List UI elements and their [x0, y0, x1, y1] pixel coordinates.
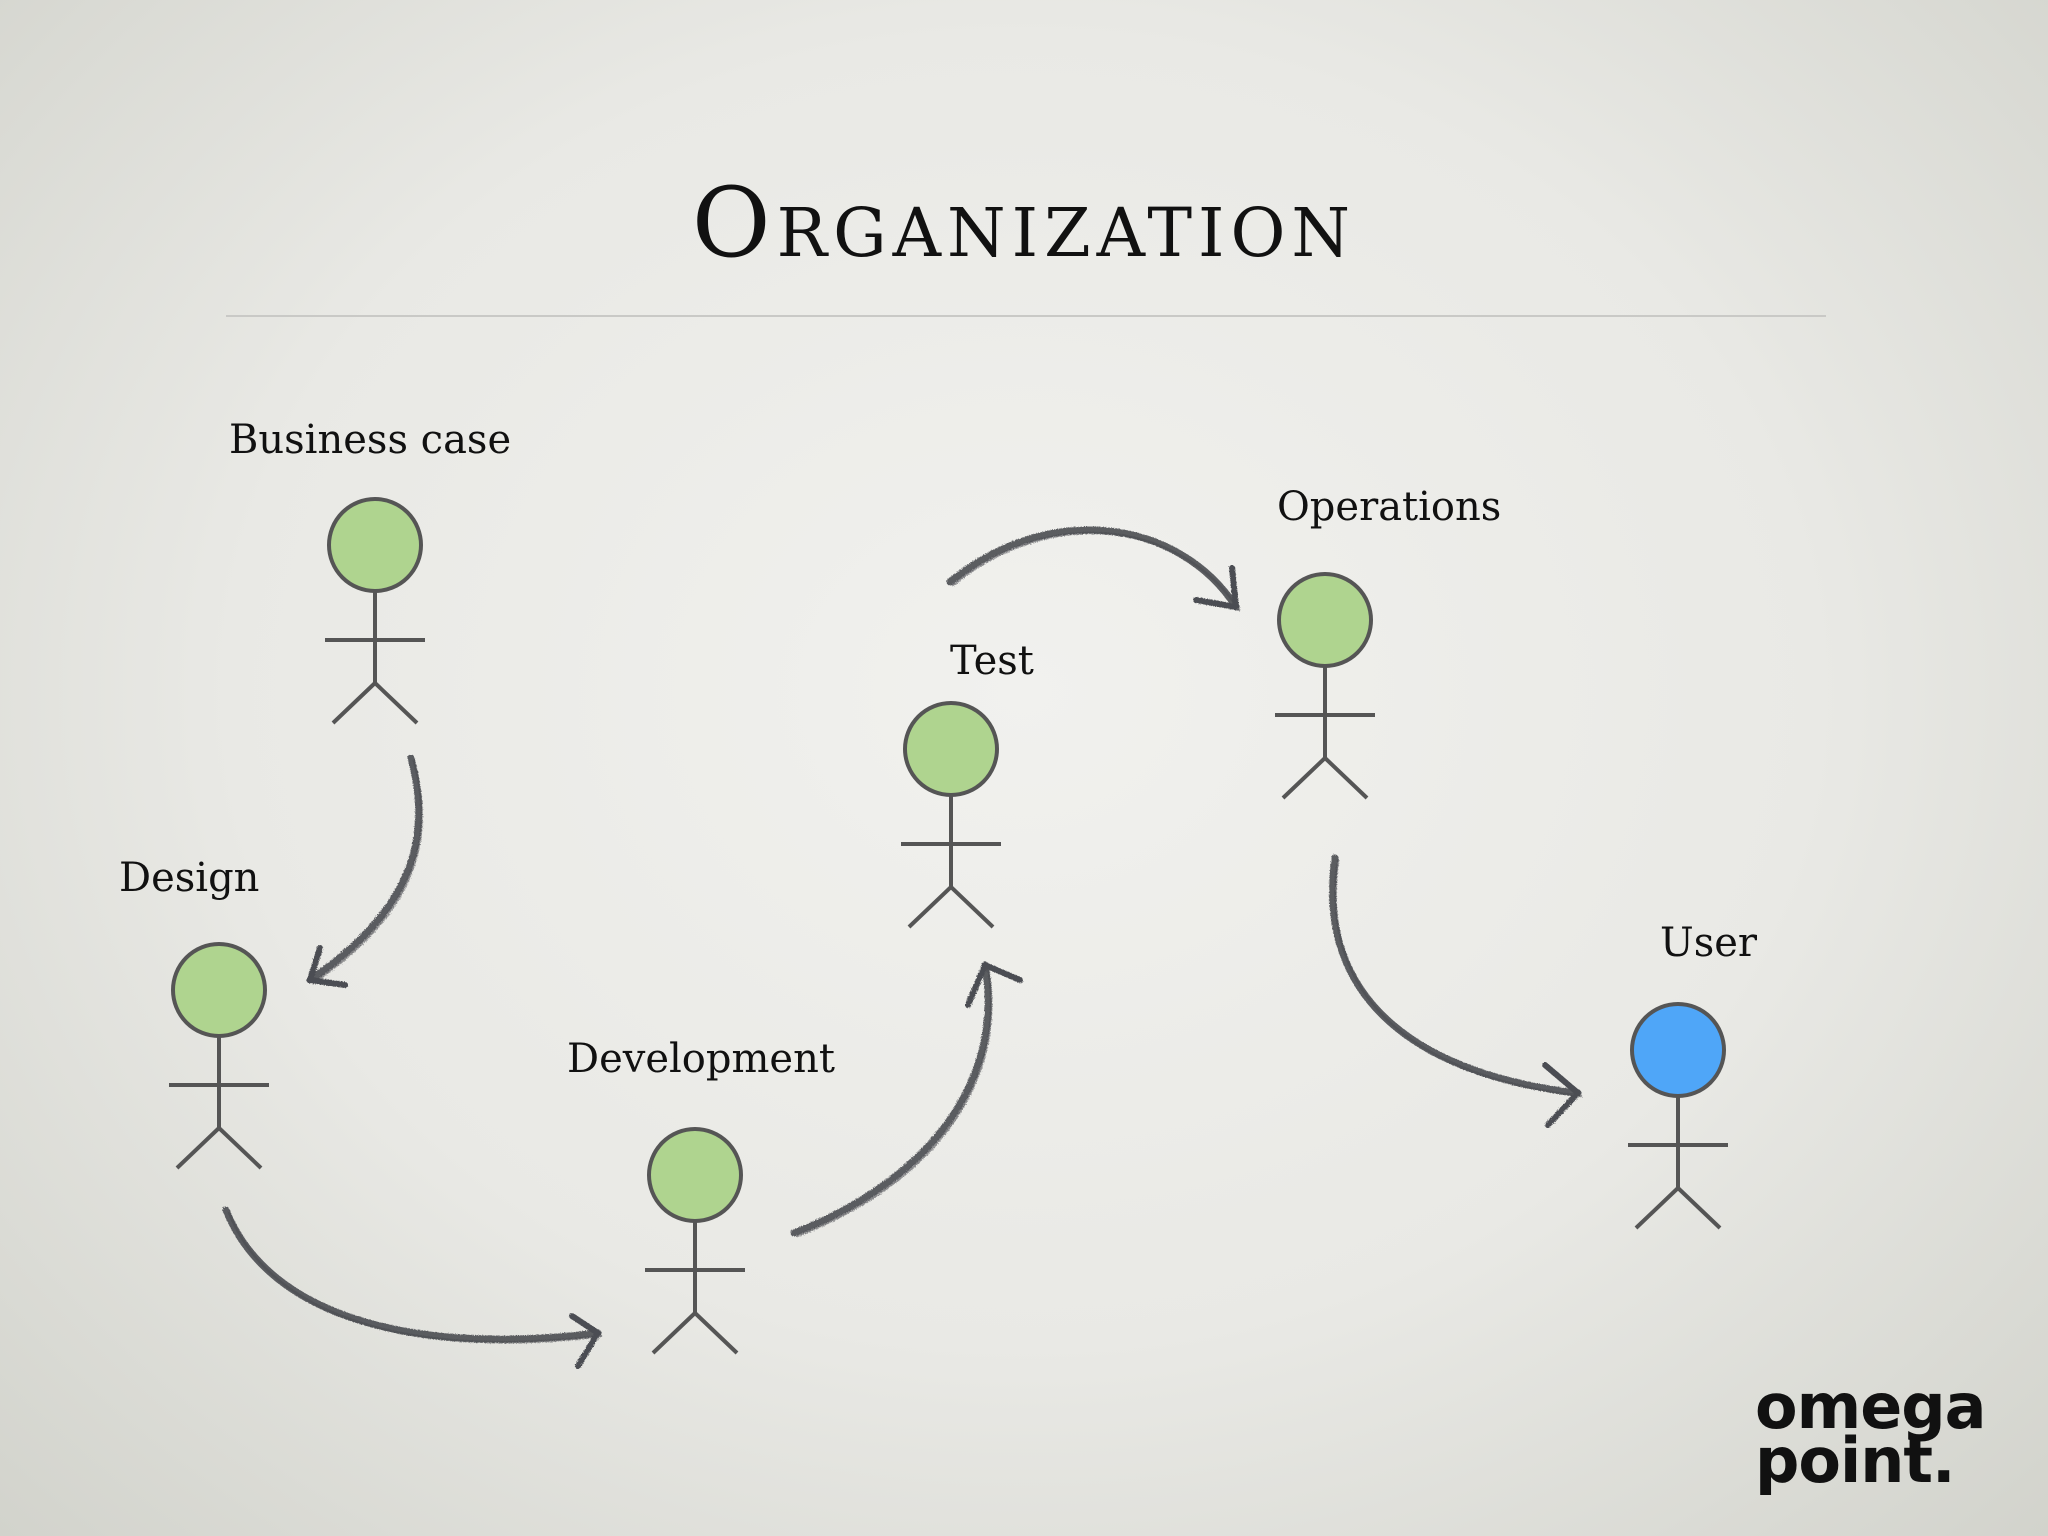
arrow-design-to-development [222, 1206, 603, 1369]
logo-line-2: point. [1755, 1424, 1956, 1497]
arrow-head [1542, 1062, 1581, 1128]
arrow-shaft [946, 526, 1240, 611]
stick-figure-business-case [325, 497, 425, 725]
figure-right-leg [373, 681, 419, 725]
figure-head [1630, 1002, 1726, 1098]
flow-arrows [222, 526, 1583, 1369]
label-test: Test [950, 638, 1034, 684]
figure-head [327, 497, 423, 593]
stick-figure-user [1628, 1002, 1728, 1230]
arrow-head [965, 962, 1023, 1008]
arrow-head [1193, 565, 1239, 610]
label-business-case: Business case [229, 417, 512, 463]
omega-point-logo: omega point. [1755, 1370, 1995, 1497]
figure-head [647, 1127, 743, 1223]
stick-figure-operations [1275, 572, 1375, 800]
figure-head [903, 701, 999, 797]
arrow-test-to-operations [946, 526, 1241, 612]
label-design: Design [119, 855, 260, 901]
logo-line-1: omega [1755, 1370, 1986, 1443]
figure-head [1277, 572, 1373, 668]
figure-left-leg [1634, 1186, 1680, 1230]
figure-right-leg [949, 885, 995, 929]
figure-left-leg [651, 1311, 697, 1355]
arrow-shaft-texture [1334, 859, 1583, 1098]
stick-figure-development [645, 1127, 745, 1355]
label-operations: Operations [1277, 484, 1502, 530]
figure-right-leg [1323, 756, 1369, 800]
figure-left-leg [907, 885, 953, 929]
arrow-head [569, 1313, 601, 1369]
arrow-shaft-texture [227, 1211, 603, 1344]
slide-title: Organization [691, 167, 1357, 279]
label-development: Development [567, 1036, 835, 1082]
title-divider [226, 315, 1826, 317]
label-user: User [1660, 920, 1758, 966]
figure-right-leg [693, 1311, 739, 1355]
arrow-head [307, 945, 348, 988]
role-figures [169, 497, 1728, 1355]
arrow-shaft-texture [795, 966, 993, 1238]
stick-figure-test [901, 701, 1001, 929]
figure-left-leg [331, 681, 377, 725]
stick-figure-design [169, 942, 269, 1170]
arrow-shaft-texture [311, 759, 423, 985]
figure-left-leg [175, 1126, 221, 1170]
figure-left-leg [1281, 756, 1327, 800]
figure-head [171, 942, 267, 1038]
arrow-shaft [222, 1206, 602, 1343]
arrow-development-to-test [790, 961, 1023, 1238]
arrow-shaft [306, 754, 423, 984]
figure-right-leg [1676, 1186, 1722, 1230]
arrow-operations-to-user [1329, 854, 1583, 1128]
arrow-shaft [790, 961, 992, 1237]
arrow-shaft-texture [951, 531, 1241, 612]
figure-right-leg [217, 1126, 263, 1170]
arrow-shaft [1329, 854, 1582, 1097]
arrow-business-case-to-design [306, 754, 423, 988]
